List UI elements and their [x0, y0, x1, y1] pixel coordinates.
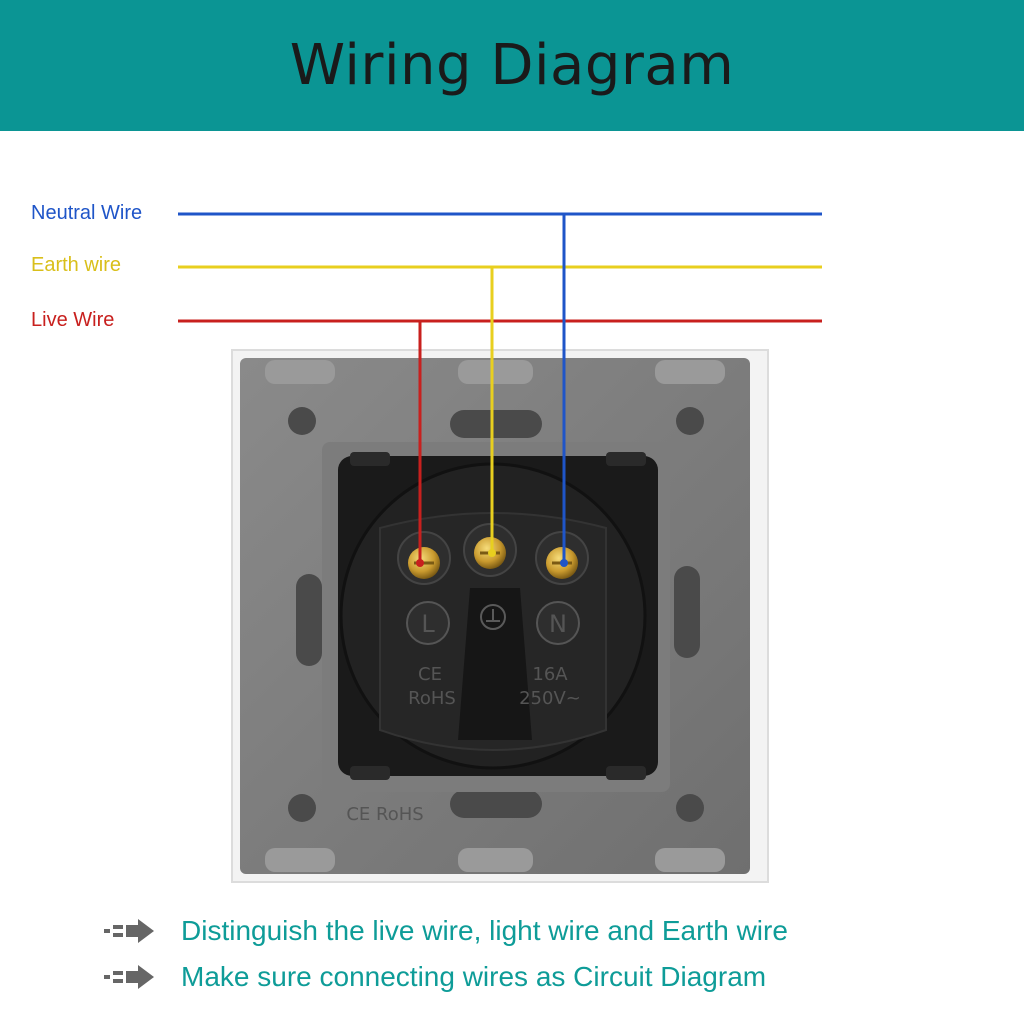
plate-tab — [458, 360, 533, 384]
tip-text: Make sure connecting wires as Circuit Di… — [181, 961, 767, 992]
rating-voltage: 250V~ — [519, 688, 581, 709]
live-wire-label: Live Wire — [31, 309, 115, 331]
rating-current: 16A — [532, 664, 568, 685]
plate-tab — [655, 848, 725, 872]
arrow-right-icon — [104, 919, 154, 943]
plate-tab — [265, 848, 335, 872]
mounting-slot — [450, 790, 542, 818]
rohs-mark: RoHS — [408, 688, 456, 709]
header-banner: Wiring Diagram — [0, 0, 1024, 131]
mounting-slot — [450, 410, 542, 438]
terminal-l-badge — [406, 601, 450, 645]
tip-row: Distinguish the live wire, light wire an… — [104, 911, 984, 951]
arrow-right-icon — [104, 965, 154, 989]
plate-tab — [265, 360, 335, 384]
earth-channel — [458, 588, 532, 740]
plate-marks: CE RoHS — [346, 804, 423, 825]
mounting-slot — [674, 566, 700, 658]
screw-hole — [676, 794, 704, 822]
terminal-n-badge — [536, 601, 580, 645]
tip-text: Distinguish the live wire, light wire an… — [181, 915, 788, 946]
terminal-l-text: L — [421, 610, 435, 638]
earth-symbol-icon — [480, 604, 506, 630]
plate-tab — [458, 848, 533, 872]
plate-tab — [655, 360, 725, 384]
screw-hole — [288, 407, 316, 435]
neutral-wire-label: Neutral Wire — [31, 202, 143, 224]
terminal-n-text: N — [549, 610, 567, 638]
page-title: Wiring Diagram — [289, 33, 735, 98]
mounting-slot — [296, 574, 322, 666]
earth-wire-label: Earth wire — [31, 254, 122, 276]
ce-mark: CE — [418, 664, 442, 685]
tip-row: Make sure connecting wires as Circuit Di… — [104, 957, 984, 997]
screw-hole — [288, 794, 316, 822]
screw-hole — [676, 407, 704, 435]
